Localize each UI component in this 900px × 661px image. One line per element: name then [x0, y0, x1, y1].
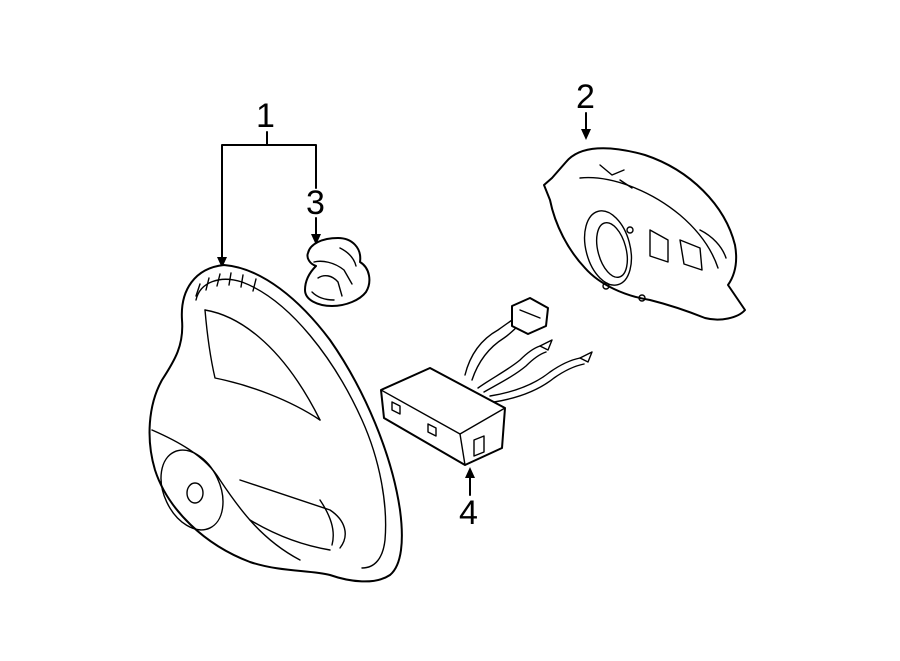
callout-1-leader: [217, 131, 317, 268]
steering-wheel-part: [148, 264, 403, 583]
callout-number-1: 1: [256, 97, 275, 135]
clip-part: [304, 237, 371, 307]
control-module-part: [380, 297, 593, 466]
callout-number-4: 4: [459, 494, 478, 532]
callout-3-leader: [311, 217, 321, 245]
callout-number-2: 2: [576, 78, 595, 116]
callout-number-3: 3: [306, 184, 325, 222]
callout-2-leader: [581, 112, 591, 140]
clock-spring-part: [543, 147, 746, 321]
callout-4-leader: [465, 467, 475, 496]
